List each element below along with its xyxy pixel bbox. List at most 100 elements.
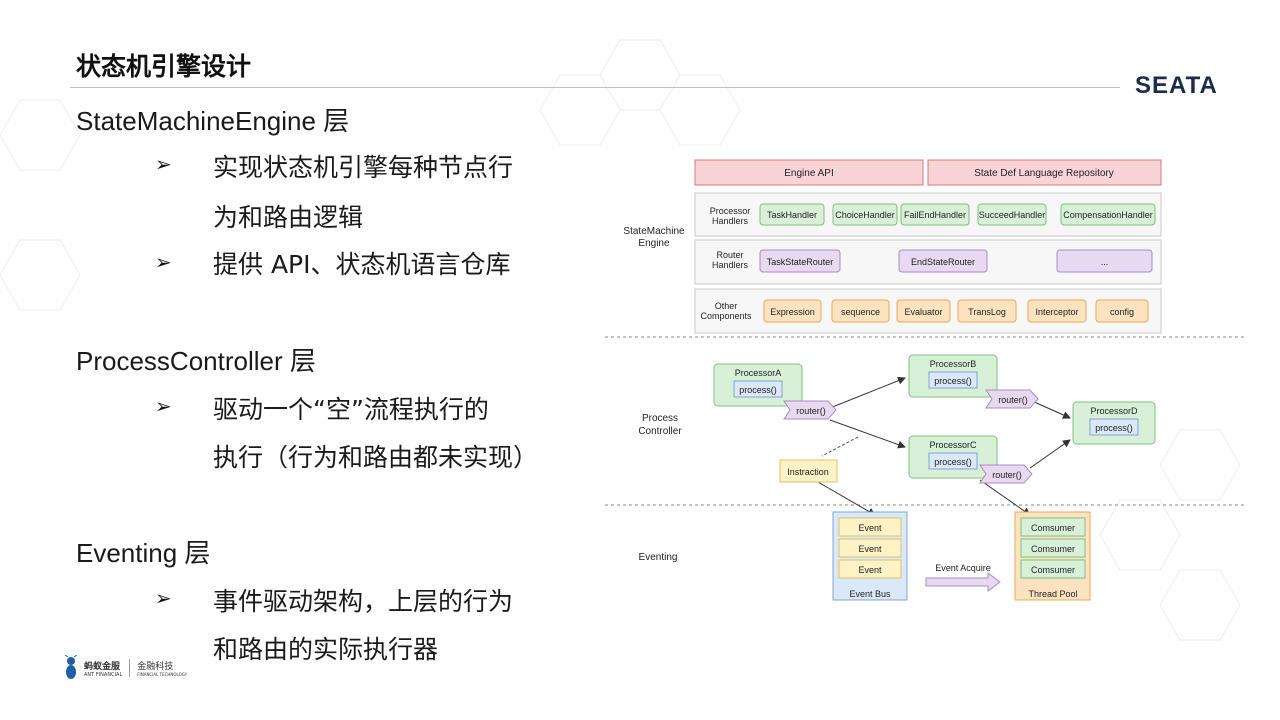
process-method-label: process() (739, 385, 777, 395)
component-box (957, 299, 1017, 323)
instruction-label: Instraction (787, 467, 829, 477)
router-chevron (985, 389, 1039, 409)
bullet-text: 实现状态机引擎每种节点行 (213, 153, 514, 182)
consumer-item (1020, 559, 1086, 579)
consumer-label: Comsumer (1031, 523, 1075, 533)
bullet-arrow-icon: ➢ (155, 152, 172, 176)
process-method-box (1089, 418, 1139, 436)
processor-handlers-label: Processor (710, 206, 751, 216)
flow-arrow (817, 481, 876, 516)
processor-handler-label: CompensationHandler (1063, 210, 1153, 220)
process-method-label: process() (1095, 423, 1133, 433)
consumer-label: Comsumer (1031, 544, 1075, 554)
event-acquire-label: Event Acquire (935, 563, 991, 573)
processor-node-name: ProcessorD (1090, 406, 1138, 416)
flow-arrow (1029, 439, 1071, 469)
flow-arrow (979, 479, 1031, 516)
processor-handler-box (977, 203, 1047, 226)
event-label: Event (858, 523, 882, 533)
router-handler-label: TaskStateRouter (767, 257, 834, 267)
process-method-label: process() (934, 457, 972, 467)
event-acquire-arrow (925, 572, 1001, 592)
processor-node-name: ProcessorC (929, 440, 977, 450)
router-chevron (783, 400, 837, 420)
flow-arrow (829, 419, 906, 449)
processor-handler-label: FailEndHandler (904, 210, 966, 220)
process-method-box (928, 452, 978, 470)
router-handler-box (898, 249, 988, 273)
consumer-label: Comsumer (1031, 565, 1075, 575)
bullet-text: 事件驱动架构，上层的行为 (213, 587, 514, 616)
component-label: Interceptor (1035, 307, 1078, 317)
router-label: router() (796, 406, 826, 416)
component-box (896, 299, 951, 323)
router-handler-box (759, 249, 841, 273)
other-components-label: Other (715, 301, 738, 311)
bullet-text: 为和路由逻辑 (213, 203, 364, 232)
processor-handler-box (1060, 203, 1156, 226)
processor-handler-box (900, 203, 970, 226)
sub-cn: 金融科技 (137, 662, 174, 672)
bullet-text: 提供 API、状态机语言仓库 (213, 250, 511, 279)
processor-node-name: ProcessorA (735, 368, 782, 378)
router-handler-label: ... (1101, 257, 1109, 267)
seata-logo: SEATA (1135, 72, 1218, 99)
ant-financial-logo: 蚂蚁金服 ANT FINANCIAL 金融科技 FINANCIAL TECHNO… (62, 655, 187, 681)
logo-divider (129, 659, 131, 677)
component-label: Evaluator (904, 307, 942, 317)
brand-en: ANT FINANCIAL (84, 671, 123, 678)
router-handlers-label: Router (716, 250, 743, 260)
event-label: Event (858, 565, 882, 575)
processor-handler-label: SucceedHandler (979, 210, 1046, 220)
ant-icon (64, 655, 78, 679)
instruction-box (779, 459, 838, 483)
section-heading-engine: StateMachineEngine 层 (76, 106, 350, 136)
repository-label: State Def Language Repository (974, 168, 1114, 179)
process-method-box (928, 371, 978, 389)
bullet-text: 和路由的实际执行器 (213, 635, 439, 664)
router-handler-label: EndStateRouter (911, 257, 975, 267)
router-label: router() (998, 395, 1028, 405)
engine-api-label: Engine API (784, 168, 833, 179)
engine-api-box (694, 159, 924, 186)
component-box (831, 299, 890, 323)
router-handlers-label: Handlers (712, 260, 749, 270)
section-heading-eventing: Eventing 层 (76, 538, 211, 568)
section-heading-controller: ProcessController 层 (76, 346, 316, 376)
bullet-text: 驱动一个“空”流程执行的 (213, 395, 489, 424)
processor-handler-box (832, 203, 898, 226)
bullet-arrow-icon: ➢ (155, 586, 172, 610)
repository-box (927, 159, 1162, 186)
component-label: sequence (841, 307, 880, 317)
event-bus-label: Event Bus (849, 589, 891, 599)
flow-arrow (1029, 399, 1071, 419)
component-box (1095, 299, 1149, 323)
event-label: Event (858, 544, 882, 554)
title-divider (70, 87, 1120, 88)
other-components-label: Components (700, 311, 752, 321)
dashed-link (821, 436, 859, 457)
bullet-arrow-icon: ➢ (155, 250, 172, 274)
slide-title: 状态机引擎设计 (76, 52, 252, 81)
consumer-item (1020, 517, 1086, 537)
processor-handler-box (759, 203, 825, 226)
component-label: TransLog (968, 307, 1006, 317)
component-label: config (1110, 307, 1134, 317)
processor-node-name: ProcessorB (930, 359, 977, 369)
router-handler-box (1056, 249, 1153, 273)
event-item (838, 559, 902, 579)
processor-handler-label: TaskHandler (767, 210, 817, 220)
consumer-item (1020, 538, 1086, 558)
component-box (1027, 299, 1087, 323)
bullet-arrow-icon: ➢ (155, 394, 172, 418)
router-label: router() (992, 470, 1022, 480)
sub-en: FINANCIAL TECHNOLOGY (137, 672, 188, 677)
process-method-label: process() (934, 376, 972, 386)
brand-cn: 蚂蚁金服 (84, 661, 121, 672)
thread-pool-label: Thread Pool (1028, 589, 1077, 599)
flow-arrow (829, 376, 906, 409)
component-label: Expression (770, 307, 815, 317)
processor-handler-label: ChoiceHandler (835, 210, 895, 220)
